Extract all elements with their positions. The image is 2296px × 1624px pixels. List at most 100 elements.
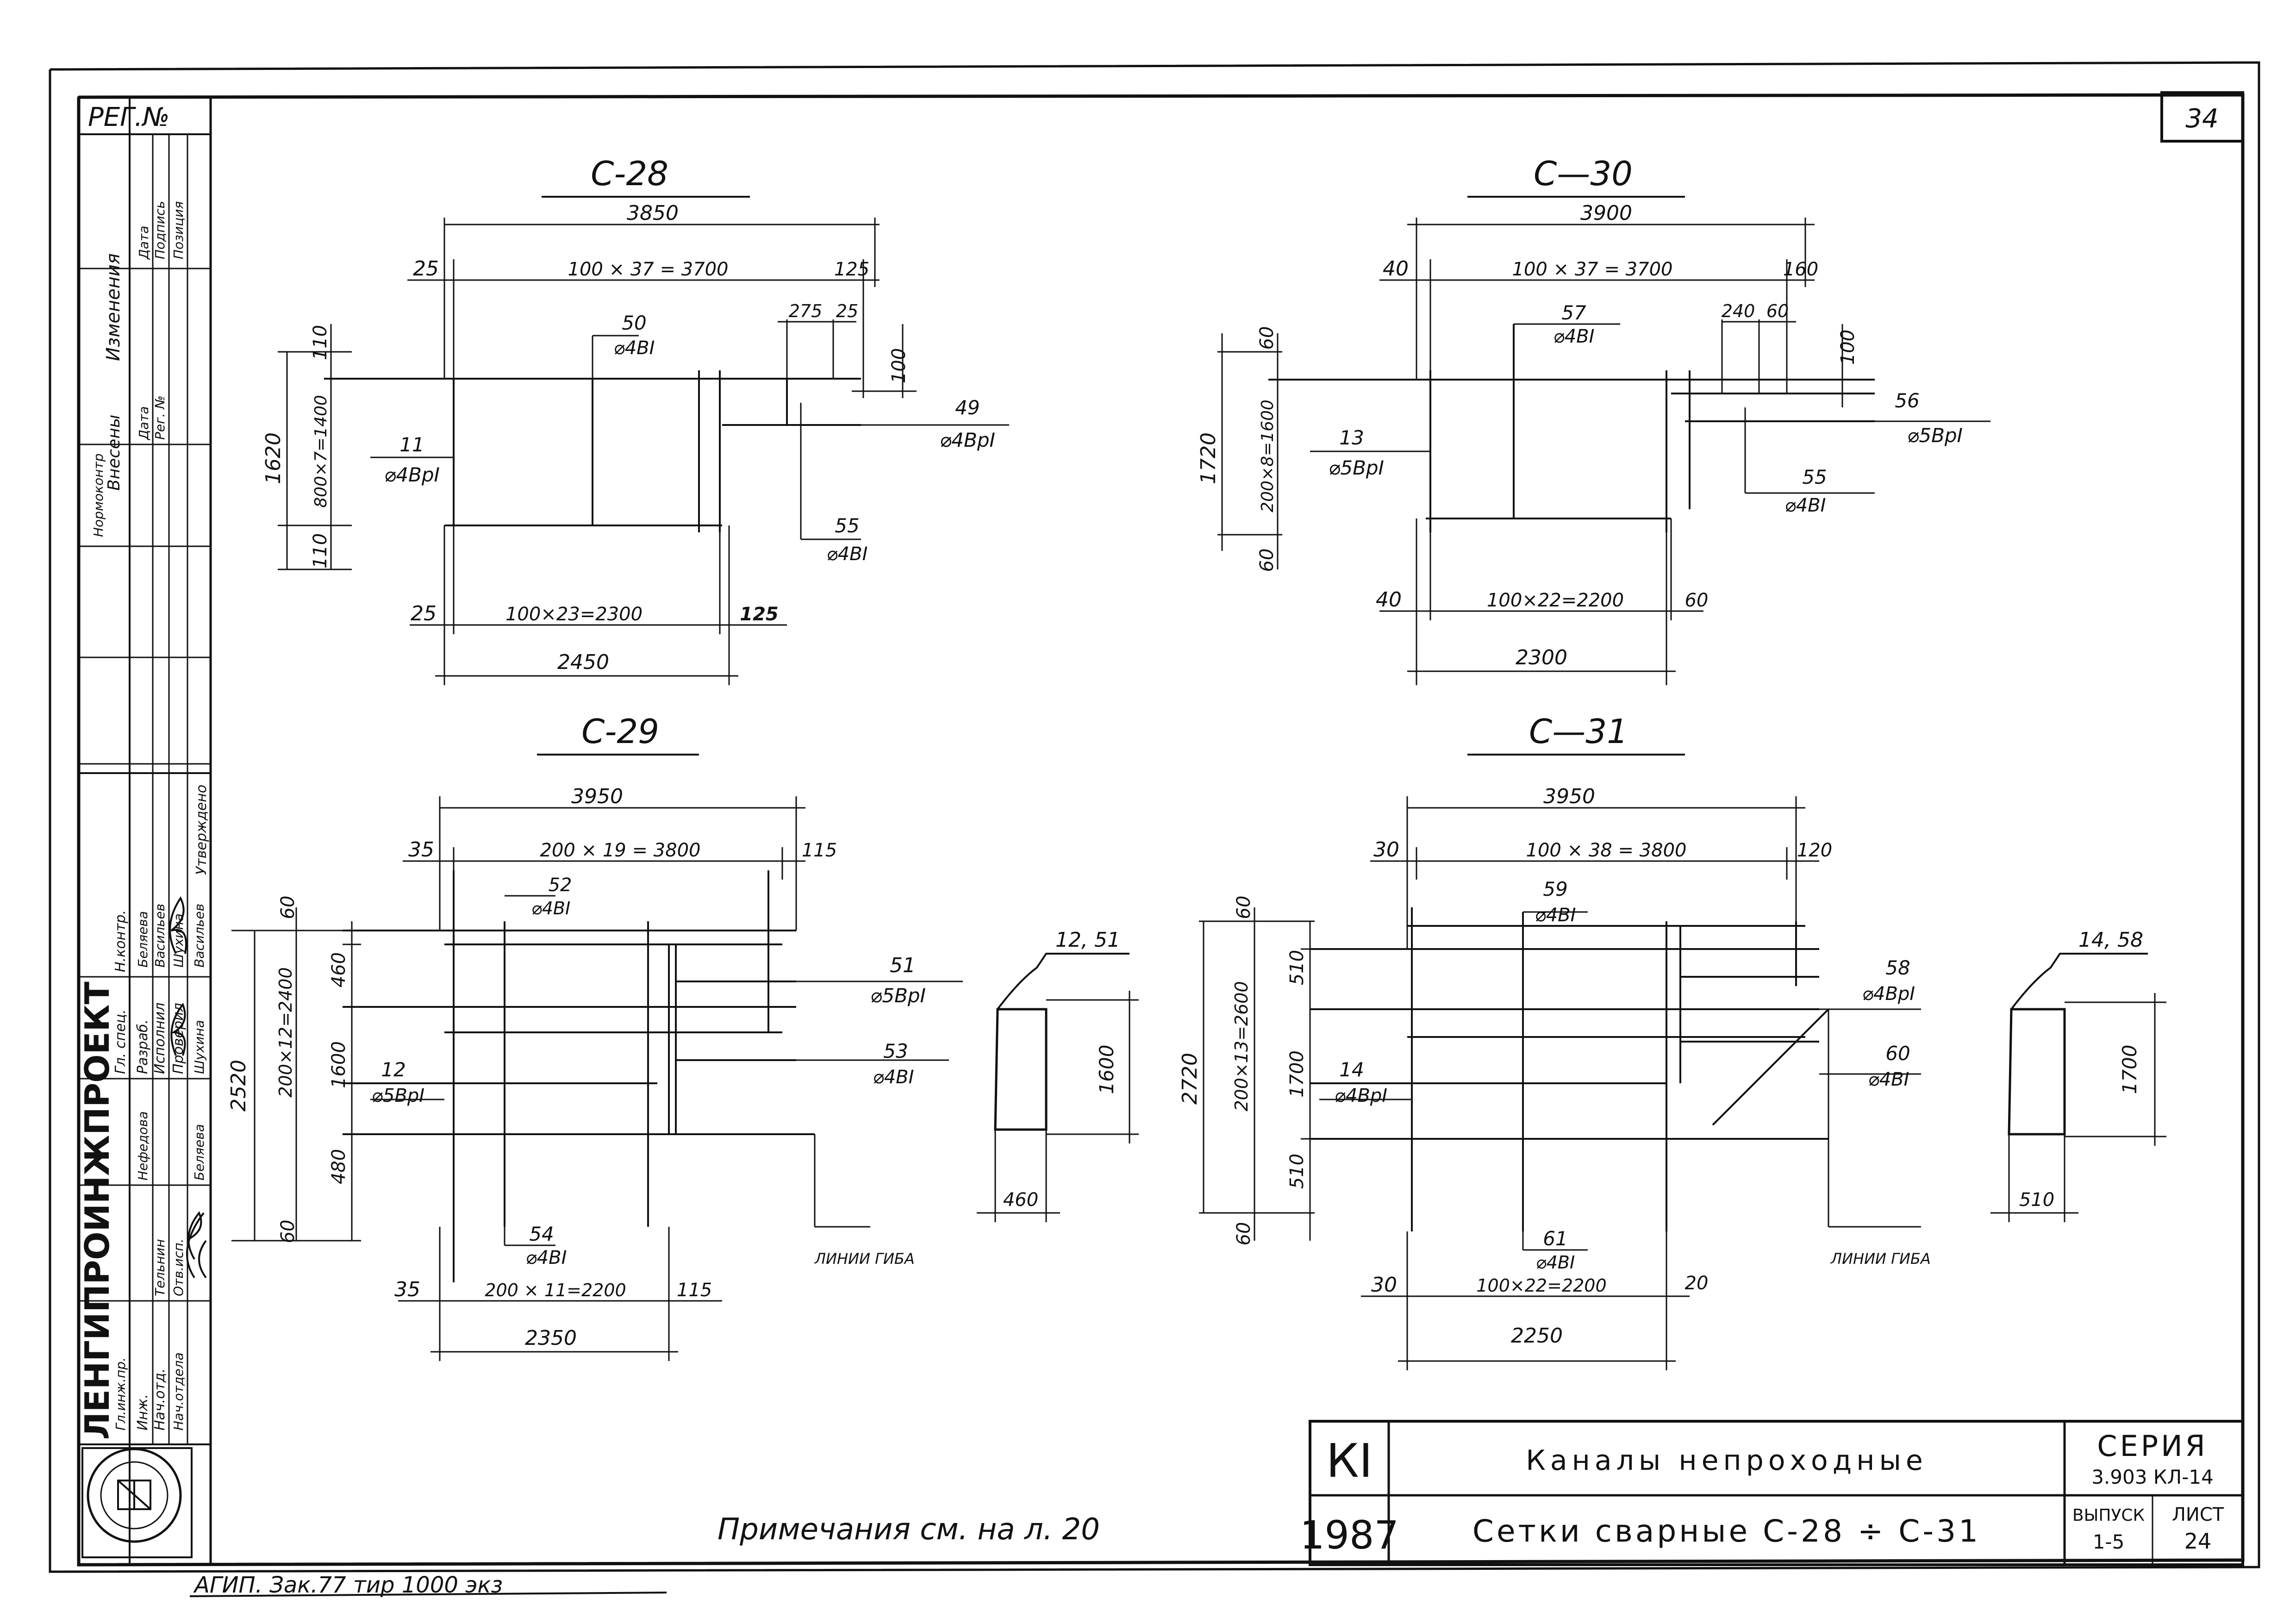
c28-dims: [278, 218, 926, 685]
c28-dim-25b: 25: [836, 301, 858, 321]
c29-dim-top-spacing: 200 × 19 = 3800: [540, 840, 701, 861]
c28-dim-height: 1620: [262, 432, 285, 484]
c28-callout-49-spec: ⌀4ВрI: [940, 429, 995, 451]
stamp-series-value: 3.903 КЛ-14: [2091, 1466, 2214, 1488]
c29-callout-53-spec: ⌀4ВI: [873, 1067, 914, 1088]
c28-dim-100: 100: [888, 348, 910, 383]
c28-dim-left-offset: 25: [413, 257, 439, 281]
c29-callout-54-num: 54: [529, 1223, 554, 1245]
c30-dim-top-spacing: 100 × 37 = 3700: [1512, 259, 1673, 280]
c30-dim-60-bottom: 60: [1256, 549, 1278, 572]
c29-callout-53-num: 53: [883, 1040, 908, 1062]
c29-callout-52-spec: ⌀4ВI: [531, 898, 570, 918]
c29-dim-60-top: 60: [277, 896, 299, 919]
entered-col-reg: Рег. №: [152, 395, 168, 440]
entered-col-normocontrol: Нормоконтр: [91, 453, 106, 537]
c29-dim-right-offset: 115: [802, 840, 837, 861]
name-4: Шухина: [171, 913, 186, 968]
c30-dim-240: 240: [1722, 301, 1755, 321]
role-3: Разраб.: [135, 1019, 151, 1074]
c31-dim-510-top: 510: [1286, 950, 1308, 985]
changes-col-date: Дата: [136, 225, 151, 260]
c28-dim-right-offset: 125: [834, 259, 869, 280]
c28-dim-110-bottom: 110: [310, 533, 331, 568]
c30-callout-13-num: 13: [1339, 426, 1364, 449]
name-9: Отв.исп.: [171, 1238, 186, 1296]
c29-callout-54-spec: ⌀4ВI: [526, 1247, 567, 1268]
c29-dim-height: 2520: [227, 1060, 250, 1112]
c28-callouts: 50 ⌀4ВI 11 ⌀4ВрI 49 ⌀4ВрI 55 ⌀4ВI: [370, 312, 1009, 565]
c28-callout-11-num: 11: [399, 433, 424, 456]
c29-callout-51-num: 51: [890, 954, 916, 977]
c31-dim-510-bottom: 510: [1286, 1154, 1308, 1189]
c31-dim-overall-bottom: 2250: [1511, 1324, 1563, 1348]
c31-callout-58-num: 58: [1885, 956, 1910, 979]
note-text: Примечания см. на л. 20: [718, 1512, 1100, 1547]
c30-dim-left-offset: 40: [1383, 257, 1409, 281]
c29-callouts: 52 ⌀4ВI 51 ⌀5ВрI 12 ⌀5ВрI 53 ⌀4ВI 54 ⌀4В…: [372, 874, 926, 1268]
c31-callout-59-num: 59: [1543, 878, 1567, 900]
c31-callout-59-spec: ⌀4ВI: [1535, 905, 1576, 926]
c30-callout-56-spec: ⌀5ВрI: [1907, 424, 1963, 447]
c29-dim-bottom-right: 115: [677, 1280, 712, 1301]
role-7: Нач.отдела: [171, 1352, 186, 1430]
changes-col-signature: Подпись: [152, 201, 168, 259]
stamp-sheet-label: ЛИСТ: [2172, 1504, 2224, 1525]
c28-dim-spacing-vert: 800×7=1400: [312, 395, 331, 508]
c28-dim-bottom-left: 25: [411, 602, 437, 625]
c28-dim-275: 275: [789, 301, 823, 321]
c31-detail-label: 14, 58: [2078, 928, 2143, 952]
c31-dim-60-top: 60: [1233, 896, 1254, 919]
c29-dim-480: 480: [328, 1149, 349, 1184]
c29-dim-1600: 1600: [328, 1041, 349, 1088]
role-4: Исполнил: [152, 1003, 168, 1074]
role-9: Инж.: [135, 1394, 151, 1430]
c28-callout-11-spec: ⌀4ВрI: [384, 463, 440, 486]
c30-callout-57-spec: ⌀4ВI: [1554, 326, 1595, 347]
c31-callout-61-num: 61: [1543, 1227, 1567, 1250]
c30-callouts: 57 ⌀4ВI 13 ⌀5ВрI 56 ⌀5ВрI 55 ⌀4ВI: [1310, 301, 1990, 516]
stamp-issue-value: 1-5: [2093, 1530, 2125, 1553]
role-6: Гл.инж.пр.: [113, 1357, 128, 1430]
name-8: Тельнин: [152, 1239, 168, 1296]
drawing-c31: С—31: [1178, 712, 2166, 1370]
c30-dim-60-top: 60: [1256, 326, 1278, 350]
title-stamp: КI 1987 Каналы непроходные Сетки сварные…: [1300, 1420, 2244, 1566]
stamp-issue-label: ВЫПУСК: [2072, 1506, 2145, 1525]
c29-bend-label: ЛИНИИ ГИБА: [814, 1250, 915, 1268]
c29-dim-left-offset: 35: [408, 838, 434, 862]
c28-dim-overall-bottom: 2450: [557, 650, 609, 674]
c31-callout-60-num: 60: [1885, 1042, 1910, 1065]
organization-seal-icon: [81, 1447, 193, 1558]
stamp-code: КI: [1326, 1434, 1373, 1488]
c29-dim-overall-top: 3950: [571, 785, 623, 808]
c30-dim-100: 100: [1837, 330, 1859, 365]
drawing-c30: С—30: [1197, 154, 1990, 685]
c31-mesh: [1310, 907, 1829, 1231]
c30-callout-57-num: 57: [1561, 301, 1586, 324]
c30-title: С—30: [1534, 154, 1633, 193]
c31-callouts: 59 ⌀4ВI 58 ⌀4ВрI 14 ⌀4ВрI 60 ⌀4ВI 61 ⌀4В…: [1335, 878, 1931, 1273]
stamp-year: 1987: [1300, 1512, 1399, 1558]
c30-callout-55-spec: ⌀4ВI: [1785, 495, 1826, 516]
c31-detail-height: 1700: [2118, 1045, 2141, 1094]
sheet-frame: 34: [49, 61, 2260, 1573]
name-6: Беляева: [192, 1124, 207, 1181]
c31-dim-left-offset: 30: [1373, 838, 1399, 862]
changes-col-position: Позиция: [171, 201, 186, 259]
c28-dim-110-top: 110: [310, 325, 331, 360]
c29-detail: 12, 51 1600 460: [977, 928, 1139, 1222]
c29-dim-spacing-vert: 200×12=2400: [275, 967, 296, 1097]
c30-dim-bottom-right: 60: [1685, 590, 1709, 611]
c28-callout-50-num: 50: [622, 312, 646, 334]
c28-dim-overall-top: 3850: [627, 201, 679, 225]
entered-col-date: Дата: [136, 406, 151, 441]
c31-callout-14-num: 14: [1339, 1058, 1364, 1081]
c28-callout-49-num: 49: [955, 396, 980, 419]
stamp-title-1: Каналы непроходные: [1526, 1444, 1928, 1477]
c29-mesh: [343, 870, 815, 1282]
name-5: Шухина: [192, 1020, 207, 1074]
c31-dim-bottom-spacing: 100×22=2200: [1476, 1275, 1606, 1296]
c31-dim-1700: 1700: [1286, 1050, 1308, 1098]
name-1: Васильев: [192, 904, 207, 968]
